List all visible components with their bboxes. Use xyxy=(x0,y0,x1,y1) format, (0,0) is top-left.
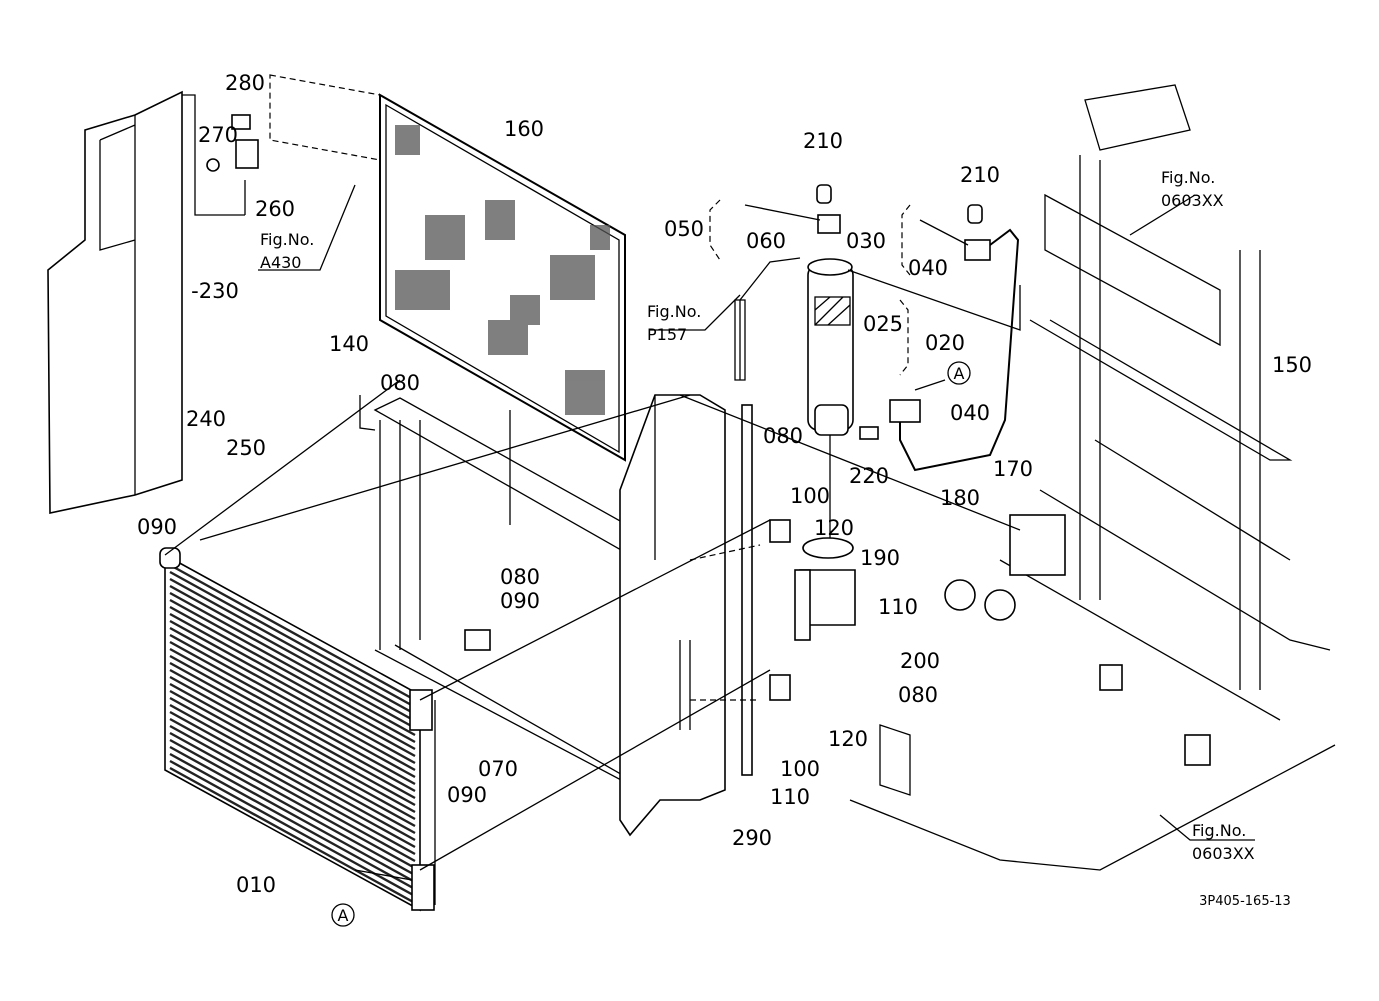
part-label-050: 050 xyxy=(664,217,704,241)
bracket-260 xyxy=(182,74,381,271)
fig-ref-label: Fig.No. xyxy=(647,302,701,321)
condenser-fin xyxy=(169,654,416,793)
condenser-fin xyxy=(169,612,416,751)
condenser-fin xyxy=(169,668,416,807)
part-label-120: 120 xyxy=(828,727,868,751)
part-labels: 280 270 260 160 -230 210 210 050 060 030 040 025 020… xyxy=(137,71,1312,897)
receiver-drier xyxy=(734,184,1020,540)
part-label-070: 070 xyxy=(478,757,518,781)
condenser-fin xyxy=(169,626,416,765)
part-label-040: 040 xyxy=(950,401,990,425)
condenser-fin xyxy=(169,577,416,716)
part-label-120: 120 xyxy=(814,516,854,540)
condenser-fin xyxy=(169,563,416,702)
part-label-170: 170 xyxy=(993,457,1033,481)
cab-frame xyxy=(849,84,1336,871)
condenser-fin xyxy=(169,689,416,828)
shroud-panel xyxy=(619,394,753,837)
part-label-100: 100 xyxy=(790,484,830,508)
callout-a-lower: A xyxy=(331,903,355,927)
part-label-290: 290 xyxy=(732,826,772,850)
fig-ref-label: Fig.No. xyxy=(1161,168,1215,187)
part-label-210: 210 xyxy=(960,163,1000,187)
part-label-090: 090 xyxy=(447,783,487,807)
condenser-fin xyxy=(169,661,416,800)
condenser-fin xyxy=(169,640,416,779)
part-label-100: 100 xyxy=(780,757,820,781)
part-label-250: 250 xyxy=(226,436,266,460)
condenser-fin xyxy=(169,675,416,814)
fig-ref-label: Fig.No. xyxy=(1192,821,1246,840)
part-label-230: -230 xyxy=(191,279,239,303)
bracket-190 xyxy=(769,519,856,701)
part-label-220: 220 xyxy=(849,464,889,488)
part-label-090: 090 xyxy=(137,515,177,539)
part-label-270: 270 xyxy=(198,123,238,147)
condenser-fin xyxy=(169,710,416,849)
condenser-fin xyxy=(169,619,416,758)
part-label-030: 030 xyxy=(846,229,886,253)
callout-a-upper: A xyxy=(947,361,971,385)
part-label-180: 180 xyxy=(940,486,980,510)
fig-ref-number: 0603XX xyxy=(1161,191,1224,210)
fig-ref-number: P157 xyxy=(647,325,687,344)
part-label-080: 080 xyxy=(763,424,803,448)
condenser-fin xyxy=(169,703,416,842)
part-label-020: 020 xyxy=(925,331,965,355)
condenser-fin xyxy=(169,605,416,744)
part-label-160: 160 xyxy=(504,117,544,141)
net-panel-160 xyxy=(379,93,626,462)
condenser-fin xyxy=(169,591,416,730)
callout-a-text: A xyxy=(954,364,965,383)
leader-lines xyxy=(164,194,1255,881)
condenser-fin xyxy=(169,745,416,884)
condenser-fin xyxy=(169,570,416,709)
callout-a-text: A xyxy=(338,906,349,925)
part-label-140: 140 xyxy=(329,332,369,356)
part-label-240: 240 xyxy=(186,407,226,431)
condenser-fin xyxy=(169,724,416,863)
figure-references: Fig.No.A430Fig.No.P157Fig.No.0603XXFig.N… xyxy=(260,168,1255,863)
condenser-fin xyxy=(169,633,416,772)
condenser-fin xyxy=(169,738,416,877)
fig-ref-number: A430 xyxy=(260,253,301,272)
fig-ref-label: Fig.No. xyxy=(260,230,314,249)
condenser-fin xyxy=(169,717,416,856)
part-label-025: 025 xyxy=(863,312,903,336)
part-label-190: 190 xyxy=(860,546,900,570)
part-label-080: 080 xyxy=(380,371,420,395)
part-label-040: 040 xyxy=(908,256,948,280)
drawing-code: 3P405-165-13 xyxy=(1199,894,1291,909)
part-label-010: 010 xyxy=(236,873,276,897)
condenser-fin xyxy=(169,731,416,870)
part-label-200: 200 xyxy=(900,649,940,673)
condenser-fin xyxy=(169,584,416,723)
condenser-fin xyxy=(169,598,416,737)
part-label-210: 210 xyxy=(803,129,843,153)
condenser-010 xyxy=(159,547,436,912)
part-label-280: 280 xyxy=(225,71,265,95)
condenser-fin xyxy=(169,682,416,821)
condenser-fin xyxy=(169,766,416,905)
part-label-080: 080 xyxy=(898,683,938,707)
part-label-090: 090 xyxy=(500,589,540,613)
condenser-fin xyxy=(169,647,416,786)
condenser-fin xyxy=(169,752,416,891)
condenser-fin xyxy=(169,696,416,835)
part-label-110: 110 xyxy=(878,595,918,619)
part-label-080: 080 xyxy=(500,565,540,589)
part-label-150: 150 xyxy=(1272,353,1312,377)
part-label-110: 110 xyxy=(770,785,810,809)
part-label-060: 060 xyxy=(746,229,786,253)
side-cover-230 xyxy=(47,90,183,514)
part-label-260: 260 xyxy=(255,197,295,221)
fig-ref-number: 0603XX xyxy=(1192,844,1255,863)
